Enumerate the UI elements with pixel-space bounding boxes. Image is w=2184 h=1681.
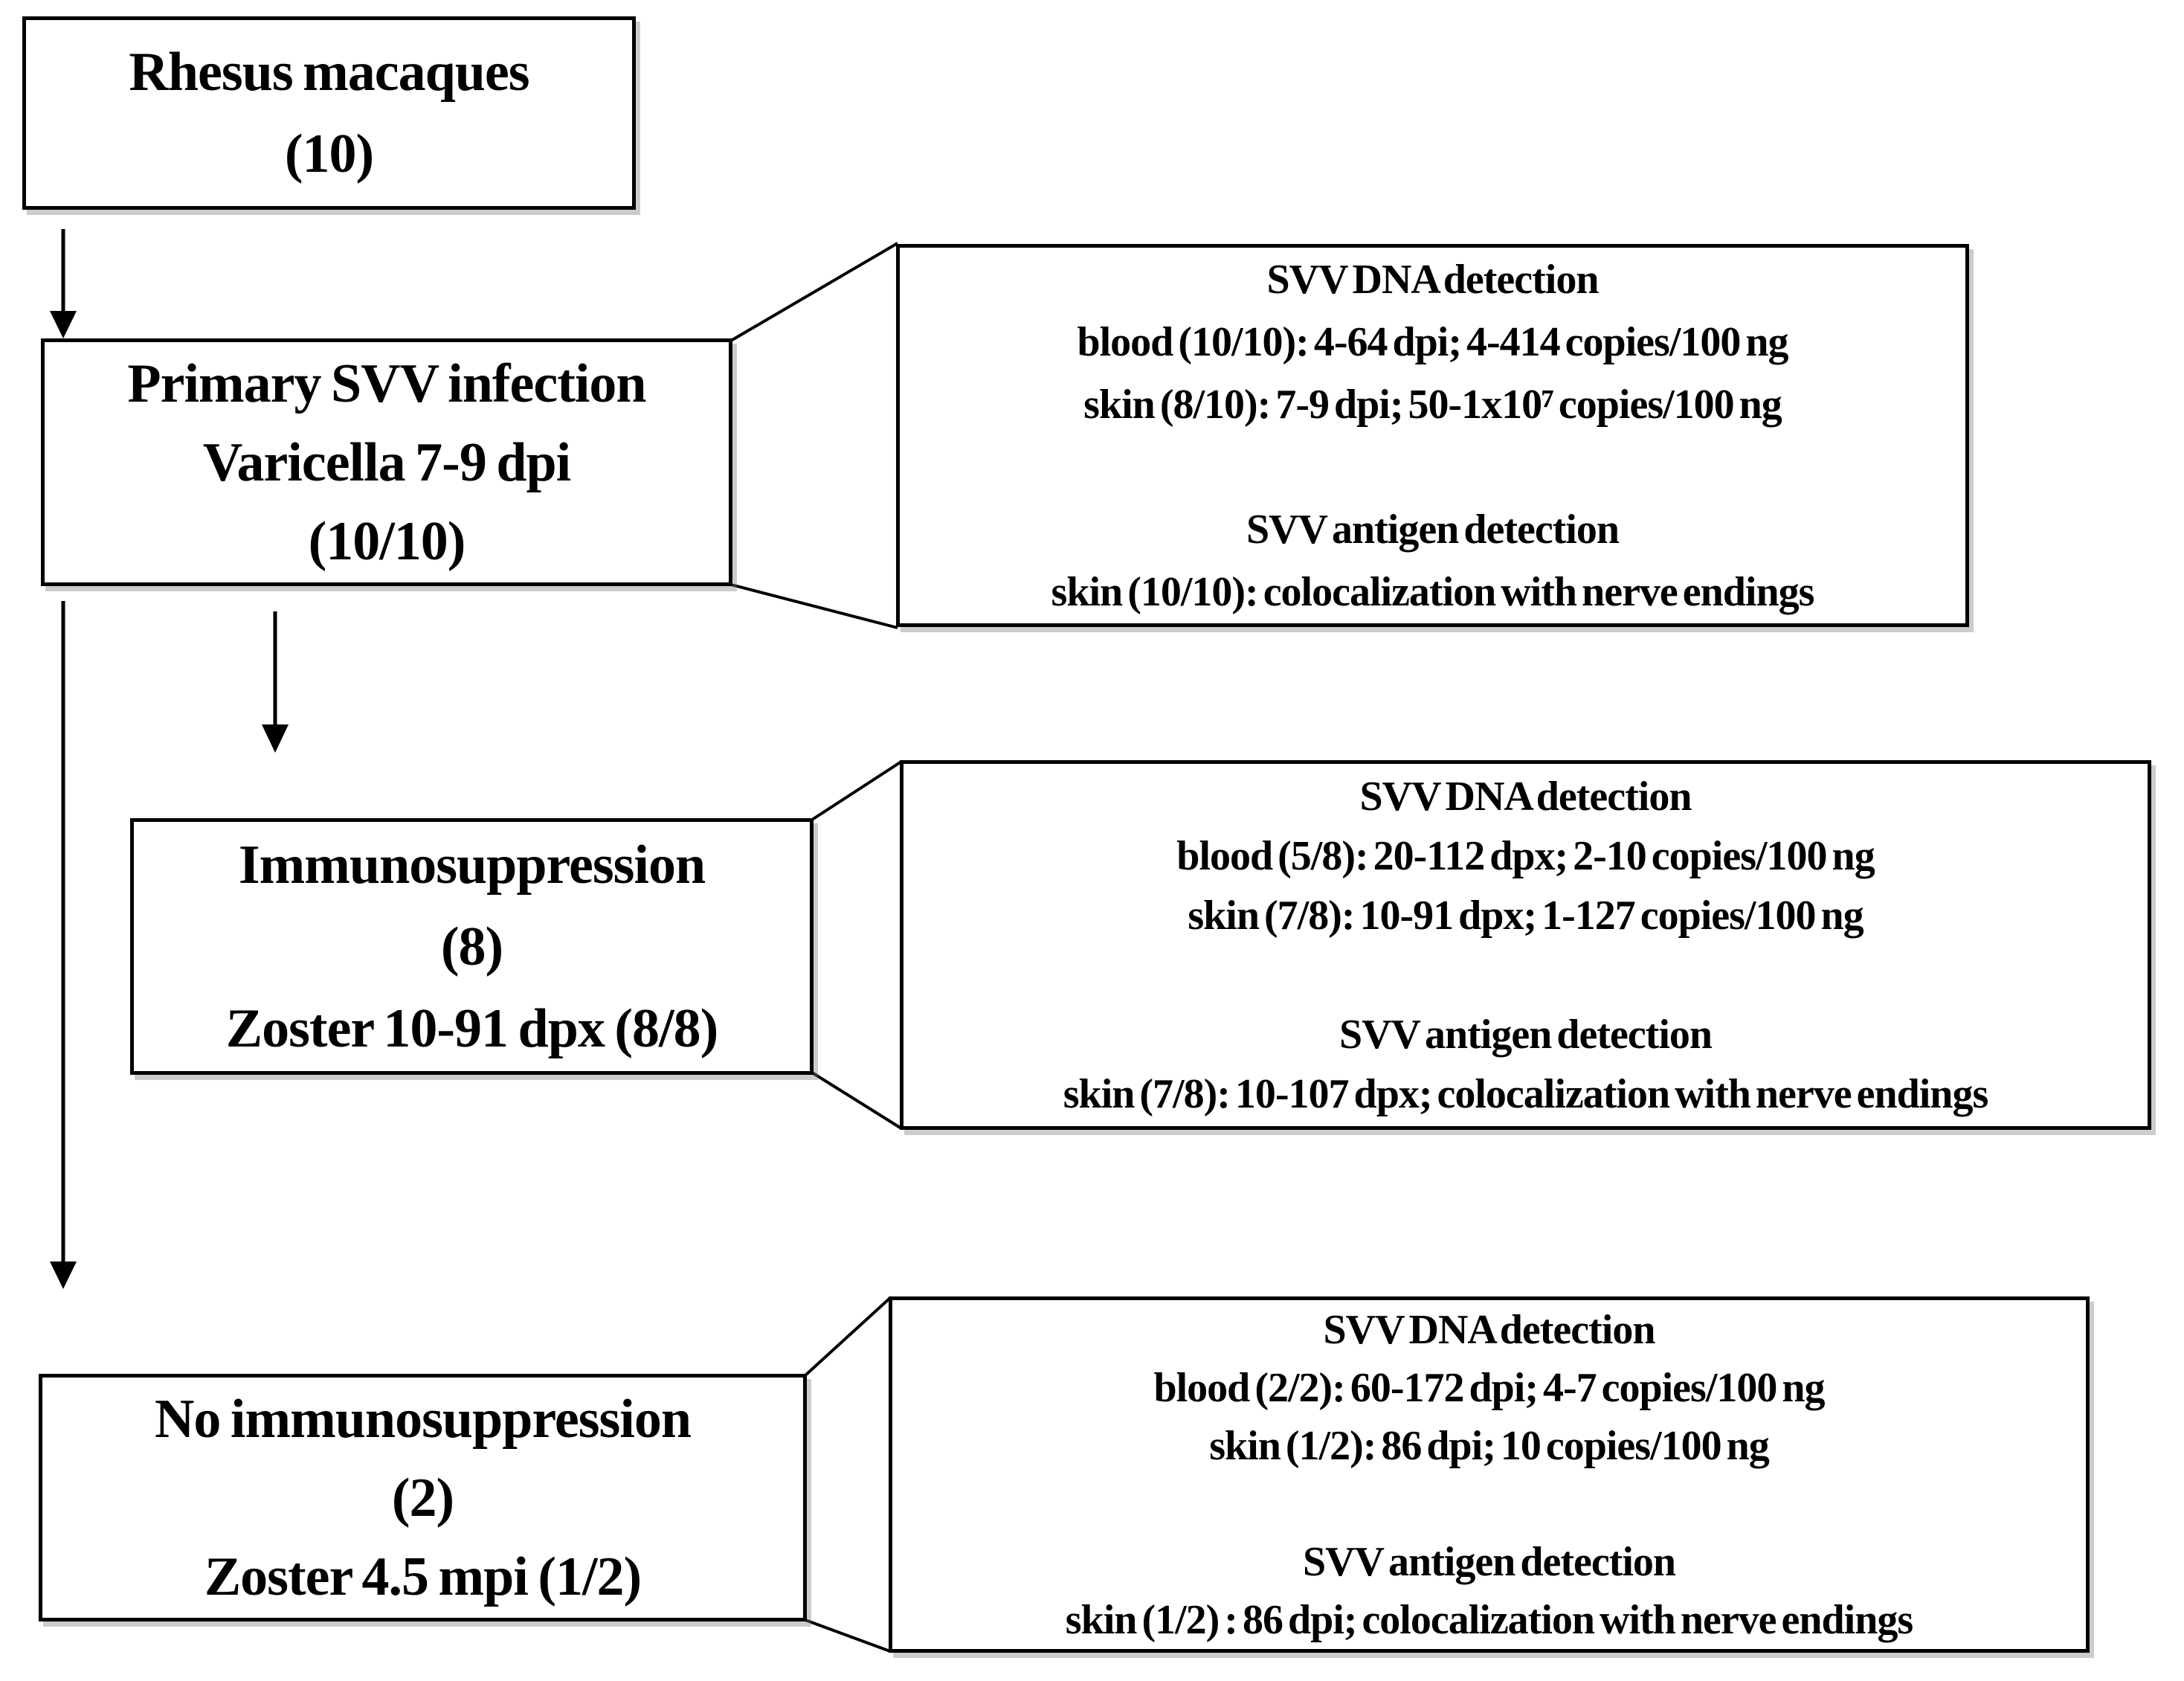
box-immuno-count: (8) bbox=[440, 916, 503, 977]
callout-funnel-immunosuppression bbox=[811, 760, 903, 1130]
box-immuno-line1: Immunosuppression bbox=[238, 834, 706, 896]
detail-box-primary-infection: SVV DNA detection blood (10/10): 4-64 dp… bbox=[896, 244, 1969, 627]
dna-blood-result: blood (2/2): 60-172 dpi; 4-7 copies/100 … bbox=[1153, 1364, 1825, 1411]
antigen-detection-title: SVV antigen detection bbox=[1339, 1011, 1713, 1058]
spacer-line bbox=[1430, 436, 1435, 498]
dna-blood-result: blood (5/8): 20-112 dpx; 2-10 copies/100… bbox=[1176, 832, 1875, 879]
callout-funnel-primary bbox=[729, 242, 899, 629]
box-primary-line1: Primary SVV infection bbox=[127, 353, 646, 414]
box-primary-line2: Varicella 7-9 dpi bbox=[202, 431, 571, 493]
antigen-detection-title: SVV antigen detection bbox=[1302, 1538, 1676, 1585]
dna-detection-title: SVV DNA detection bbox=[1323, 1306, 1656, 1353]
dna-skin-result: skin (8/10): 7-9 dpi; 50-1x10⁷ copies/10… bbox=[1083, 381, 1782, 428]
dna-blood-result: blood (10/10): 4-64 dpi; 4-414 copies/10… bbox=[1077, 318, 1788, 365]
antigen-skin-result: skin (10/10): colocalization with nerve … bbox=[1051, 568, 1815, 615]
arrow-primary-to-no-immunosuppression bbox=[50, 601, 77, 1289]
dna-detection-title: SVV DNA detection bbox=[1266, 256, 1600, 303]
detail-box-no-immunosuppression: SVV DNA detection blood (2/2): 60-172 dp… bbox=[889, 1296, 2090, 1653]
spacer-line bbox=[1486, 1475, 1492, 1533]
box-immuno-line3: Zoster 10-91 dpx (8/8) bbox=[225, 997, 718, 1059]
antigen-detection-title: SVV antigen detection bbox=[1246, 506, 1620, 553]
antigen-skin-result: skin (1/2) : 86 dpi; colocalization with… bbox=[1065, 1596, 1913, 1643]
box-noimmuno-line1: No immunosuppression bbox=[154, 1388, 692, 1450]
box-noimmuno-line3: Zoster 4.5 mpi (1/2) bbox=[204, 1546, 642, 1607]
dna-skin-result: skin (1/2): 86 dpi; 10 copies/100 ng bbox=[1209, 1422, 1770, 1469]
box-primary-svv-infection: Primary SVV infection Varicella 7-9 dpi … bbox=[41, 338, 732, 586]
arrow-primary-to-immunosuppression bbox=[262, 611, 289, 753]
box-no-immunosuppression: No immunosuppression (2) Zoster 4.5 mpi … bbox=[39, 1374, 807, 1621]
detail-box-immunosuppression: SVV DNA detection blood (5/8): 20-112 dp… bbox=[900, 760, 2151, 1130]
callout-funnel-no-immunosuppression bbox=[804, 1296, 892, 1653]
box-immunosuppression: Immunosuppression (8) Zoster 10-91 dpx (… bbox=[130, 818, 814, 1075]
box-rhesus-macaques: Rhesus macaques (10) bbox=[22, 16, 636, 210]
box-primary-count: (10/10) bbox=[308, 510, 466, 572]
dna-skin-result: skin (7/8): 10-91 dpx; 1-127 copies/100 … bbox=[1188, 892, 1864, 939]
box-rhesus-line1: Rhesus macaques bbox=[129, 42, 529, 103]
spacer-line bbox=[1523, 945, 1528, 1005]
box-rhesus-count: (10) bbox=[284, 123, 374, 184]
arrow-rhesus-to-primary bbox=[50, 229, 77, 338]
antigen-skin-result: skin (7/8): 10-107 dpx; colocalization w… bbox=[1063, 1070, 1988, 1117]
box-noimmuno-count: (2) bbox=[391, 1467, 454, 1529]
dna-detection-title: SVV DNA detection bbox=[1359, 773, 1692, 820]
